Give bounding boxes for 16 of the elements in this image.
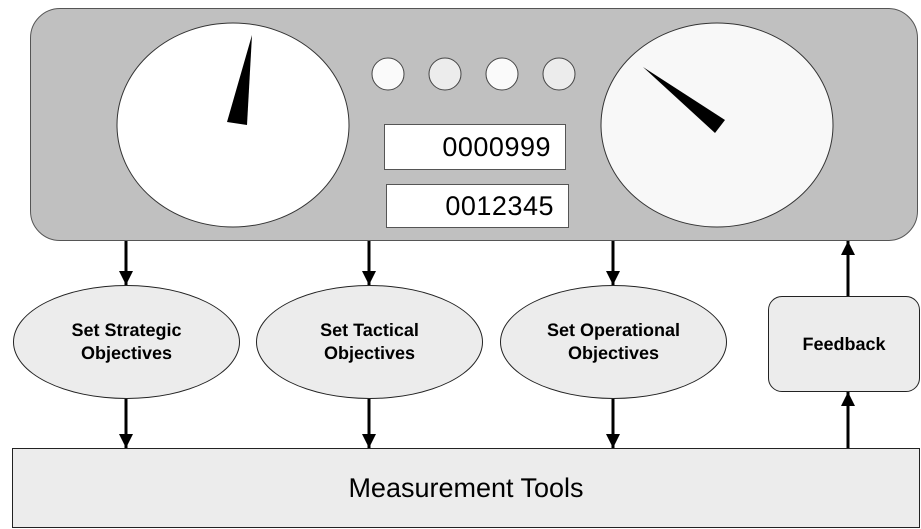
counter-display: 0012345 <box>386 184 569 228</box>
dashboard-panel <box>30 8 918 241</box>
arrow <box>841 241 855 296</box>
arrow <box>606 241 620 285</box>
arrow <box>119 241 133 285</box>
counter-display: 0000999 <box>384 124 566 170</box>
objective-ellipse: Set Strategic Objectives <box>13 285 240 399</box>
objective-ellipse: Set Tactical Objectives <box>256 285 483 399</box>
measurement-bar: Measurement Tools <box>12 448 920 528</box>
arrow <box>362 399 376 448</box>
feedback-box: Feedback <box>768 296 920 392</box>
arrow <box>606 399 620 448</box>
arrow <box>841 392 855 448</box>
arrow <box>362 241 376 285</box>
arrow <box>119 399 133 448</box>
objective-ellipse: Set Operational Objectives <box>500 285 727 399</box>
